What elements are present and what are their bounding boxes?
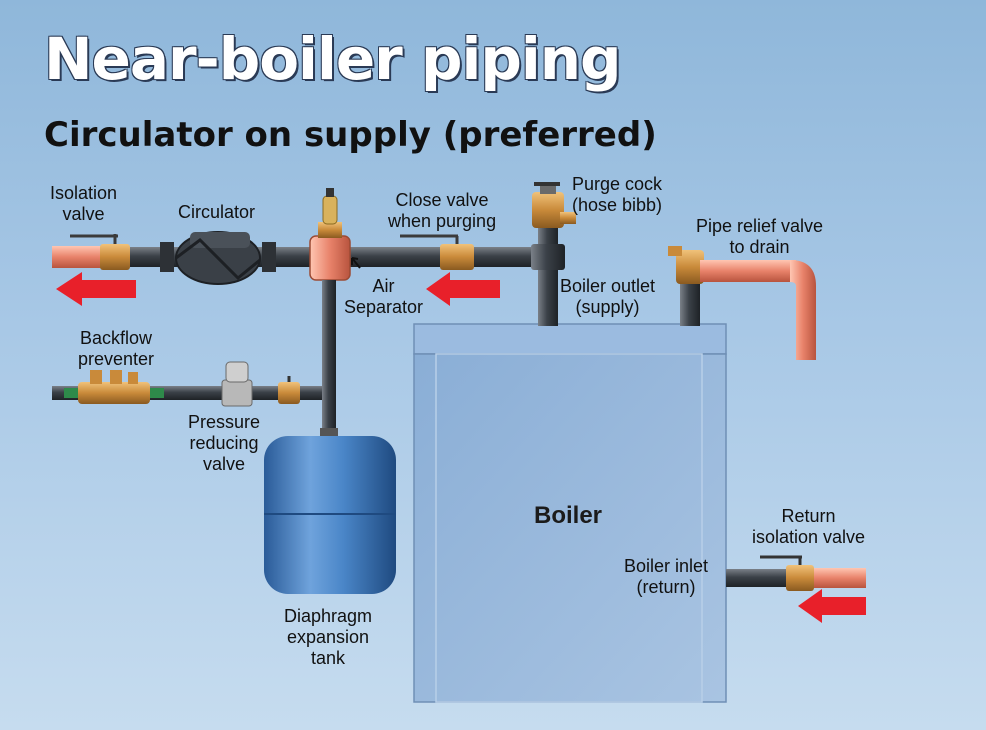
expansion-tank xyxy=(264,428,396,594)
air-separator xyxy=(309,188,351,281)
isolation-valve xyxy=(70,234,130,270)
page-title: Near-boiler piping xyxy=(44,25,622,93)
air-separator-pointer xyxy=(351,257,361,269)
label-boiler-outlet: Boiler outlet(supply) xyxy=(560,276,656,317)
pressure-reducing-valve xyxy=(221,361,300,407)
purge-cock xyxy=(532,182,576,228)
label-boiler: Boiler xyxy=(534,502,603,529)
flow-arrow-supply-left xyxy=(56,272,136,306)
boiler xyxy=(413,323,727,703)
label-circulator: Circulator xyxy=(178,202,256,222)
purge-close-valve xyxy=(400,234,474,270)
return-pipe xyxy=(726,555,866,591)
page-subtitle: Circulator on supply (preferred) xyxy=(44,115,657,155)
label-boiler-inlet: Boiler inlet(return) xyxy=(624,556,709,597)
flow-arrow-return xyxy=(798,589,866,623)
circulator-pump xyxy=(160,231,276,285)
pipe-relief-valve xyxy=(668,246,816,360)
flow-arrow-supply-mid xyxy=(426,272,500,306)
label-purge-cock: Purge cock(hose bibb) xyxy=(572,174,663,215)
supply-pipe xyxy=(52,222,565,326)
backflow-preventer xyxy=(64,370,164,404)
